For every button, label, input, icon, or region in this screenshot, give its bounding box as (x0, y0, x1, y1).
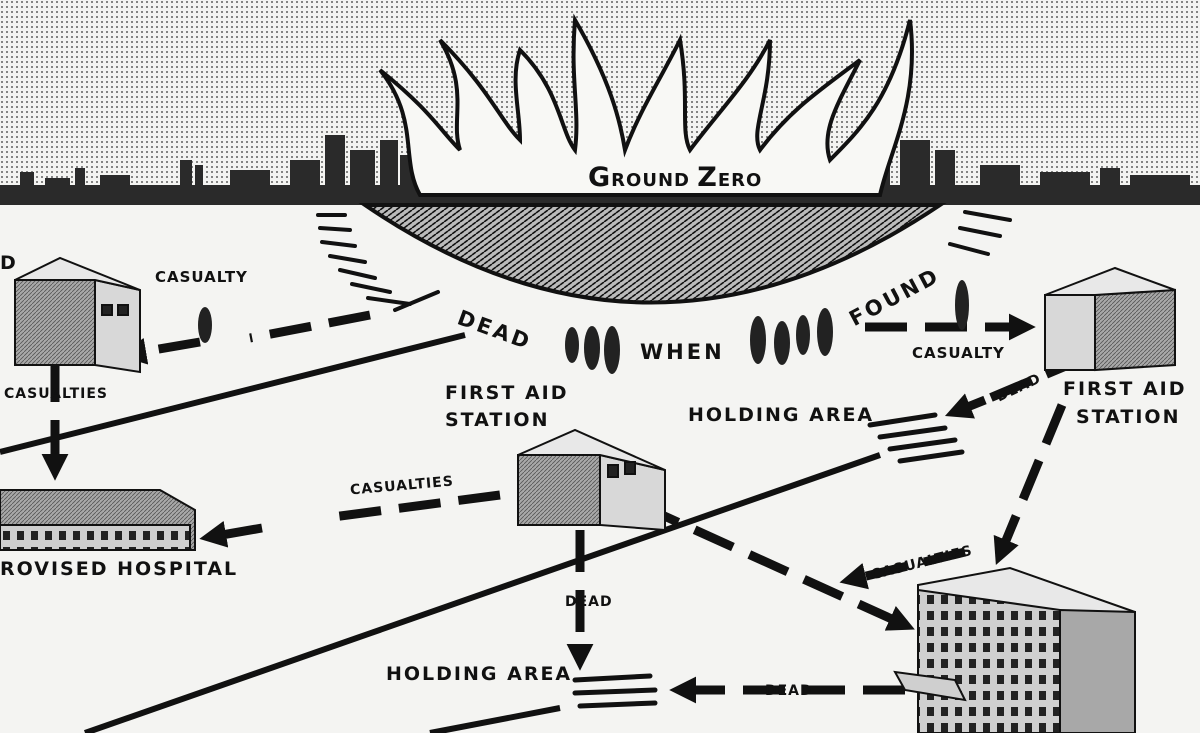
first-aid-right-line1: FIRST AID (1063, 378, 1187, 400)
first-aid-station-left-building (14, 256, 141, 374)
top-left-fragment-label: D (0, 252, 18, 274)
bodies-curve-right (948, 210, 1012, 256)
casualties-left-label: CASUALTIES (4, 386, 108, 402)
hospital-building (893, 566, 1136, 733)
ground-zero-label: GROUND ZERO (588, 162, 763, 193)
casualty-left-label: CASUALTY (155, 268, 248, 286)
first-aid-center-line1: FIRST AID (445, 382, 569, 404)
road-left (0, 332, 466, 455)
crater (358, 203, 947, 305)
improvised-hospital-label: ROVISED HOSPITAL (0, 558, 239, 580)
casualty-right-label: CASUALTY (912, 344, 1005, 362)
improvised-hospital-building (0, 489, 196, 551)
holding-area-lower-label: HOLDING AREA (386, 663, 573, 685)
holding-area-upper-label: HOLDING AREA (688, 404, 875, 426)
first-aid-center-line2: STATION (445, 409, 550, 431)
dead-bottom-label: DEAD (765, 683, 813, 699)
first-aid-station-right-building (1044, 266, 1176, 372)
when-label: WHEN (640, 340, 725, 364)
dead-vertical-label: DEAD (565, 594, 613, 610)
first-aid-right-line2: STATION (1076, 406, 1181, 428)
road-bottom (429, 705, 561, 733)
first-aid-station-center-building (517, 428, 666, 532)
survivor-figures (198, 280, 969, 374)
flow-paths (41, 310, 1087, 704)
bodies-curve-left (316, 213, 440, 312)
bodies-upper-holding-area (867, 412, 965, 464)
bodies-lower-holding-area (572, 673, 658, 709)
blast-flames (378, 13, 915, 197)
road-middle (84, 452, 881, 733)
